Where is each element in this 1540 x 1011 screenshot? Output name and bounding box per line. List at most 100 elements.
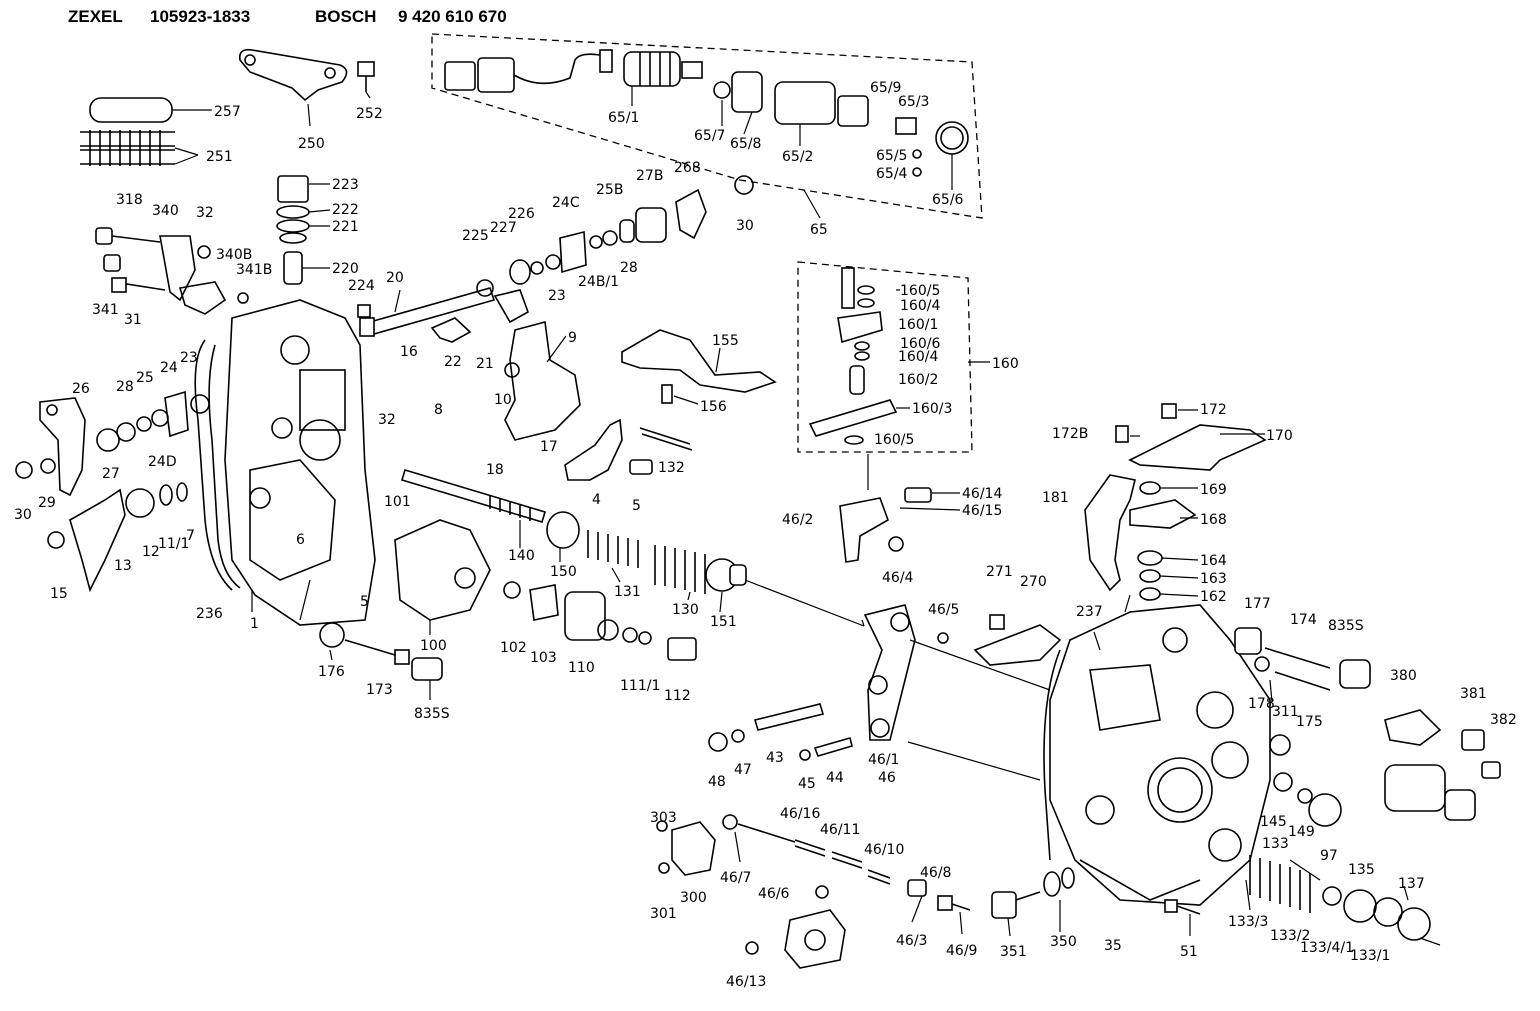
part-label: 380 [1390,668,1417,684]
part-label: 12 [142,544,160,560]
part-label: 7 [186,528,195,544]
part-label: 172 [1200,402,1227,418]
part-label: 181 [1042,490,1069,506]
part-label: 46/14 [962,486,1002,502]
part-label: 149 [1288,824,1315,840]
part-label: 173 [366,682,393,698]
parts-300-303 [656,820,716,876]
part-label: 268 [674,160,701,176]
part-label: 145 [1260,814,1287,830]
part-label: 18 [486,462,504,478]
part-label: 155 [712,333,739,349]
part-label: 28 [116,379,134,395]
flyweight-100 [394,519,491,621]
rod-46-7 [722,814,971,911]
part-label: 164 [1200,553,1227,569]
part-label: 140 [508,548,535,564]
rod-43 [708,703,825,752]
part-label: 22 [444,354,462,370]
lever-group-340 [95,227,249,315]
part-label: 46/8 [920,865,951,881]
screw-51 [1164,899,1201,915]
part-label: 236 [196,606,223,622]
lever-181 [1084,474,1197,601]
part-label: 271 [986,564,1013,580]
part-label: 341B [236,262,272,278]
part-label: 835S [1328,618,1364,634]
part-label: 1 [250,616,259,632]
part-label: 46/16 [780,806,820,822]
spring-130 [654,545,706,594]
part-label: 100 [420,638,447,654]
part-label: 178 [1248,696,1275,712]
part-label: 44 [826,770,844,786]
part-label: 45 [798,776,816,792]
part-label: 51 [1180,944,1198,960]
part-label: 46/2 [782,512,813,528]
part-label: 46/15 [962,503,1002,519]
part-label: 65/9 [870,80,901,96]
screw-224 [357,304,371,318]
part-label: 135 [1348,862,1375,878]
part-label: 224 [348,278,375,294]
part-label: 46/4 [882,570,914,586]
part-label: 65/6 [932,192,964,208]
bolts-173-176 [319,622,443,681]
pin-44 [799,737,853,761]
part-label: 103 [530,650,557,666]
lever-4 [564,418,693,481]
oem-text: BOSCH [315,7,376,26]
lever-22 [430,317,472,343]
part-label: 223 [332,177,359,193]
part-label: 160/4 [900,298,940,314]
part-label: 156 [700,399,727,415]
part-label: 111/1 [620,678,660,694]
part-label: 381 [1460,686,1487,702]
part-label: 226 [508,206,535,222]
part-label: 46/13 [726,974,766,990]
part-label: 270 [1020,574,1047,590]
part-label: 133/2 [1270,928,1310,944]
parts-102-112 [503,581,697,661]
part-label: 46/5 [928,602,959,618]
part-label: 13 [114,558,132,574]
part-label: 97 [1320,848,1338,864]
part-label: 220 [332,261,359,277]
part-label: 130 [672,602,699,618]
part-label: 341 [92,302,119,318]
part-label: 25 [136,370,154,386]
brand-text: ZEXEL [68,7,123,26]
bracket-270 [937,614,1062,666]
part-label: 150 [550,564,577,580]
part-label: 46/9 [946,943,977,959]
part-label: 132 [658,460,685,476]
part-label: 177 [1244,596,1271,612]
part-label: 168 [1200,512,1227,528]
part-label: 151 [710,614,737,630]
part-label: 65/2 [782,149,813,165]
part-label: 31 [124,312,142,328]
part-label: 227 [490,220,517,236]
shaft-20 [359,287,496,337]
pump-housing-left [194,299,376,626]
part-label: 169 [1200,482,1227,498]
part-label: 176 [318,664,345,680]
part-label: 47 [734,762,752,778]
part-label: 17 [540,439,558,455]
part-label: 65/3 [898,94,929,110]
part-label: 137 [1398,876,1425,892]
part-label: 5 [632,498,641,514]
part-label: 30 [14,507,32,523]
part-label: 133/1 [1350,948,1390,964]
part-label: 160/4 [898,349,938,365]
part-label: 32 [196,205,214,221]
part-label: 301 [650,906,677,922]
spring-131 [587,530,639,568]
part-label: 110 [568,660,595,676]
part-label: 23 [180,350,198,366]
sleeve-257 [89,97,173,123]
part-label: 6 [296,532,305,548]
part-label: 26 [72,381,90,397]
part-label: 4 [592,492,601,508]
